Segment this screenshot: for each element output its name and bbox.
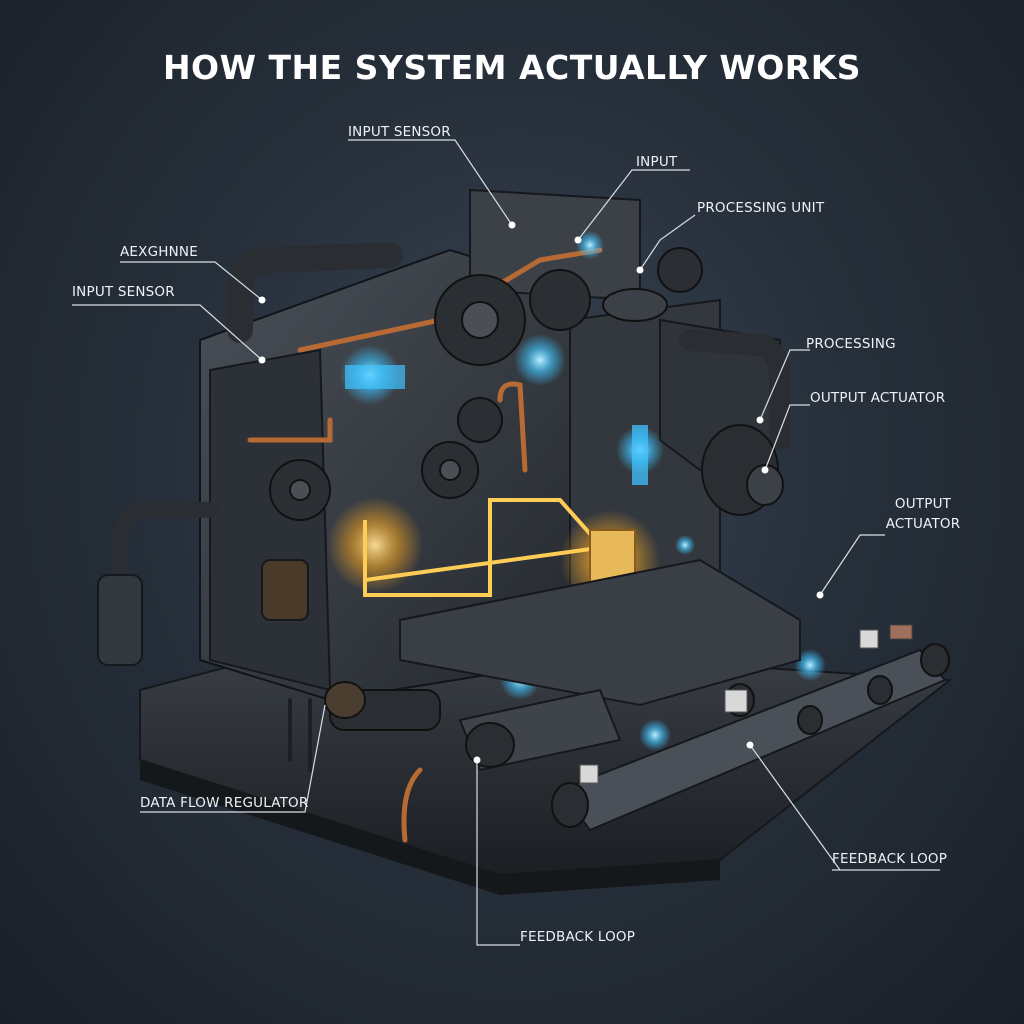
label-feedback-loop-bottom: FEEDBACK LOOP xyxy=(520,929,636,945)
label-output-actuator-2-line1: OUTPUT xyxy=(894,496,952,512)
label-feedback-loop-right: FEEDBACK LOOP xyxy=(832,851,948,867)
side-tank xyxy=(97,559,309,666)
diagram-title: HOW THE SYSTEM ACTUALLY WORKS xyxy=(162,48,862,87)
label-input-sensor-left: INPUT SENSOR xyxy=(72,284,175,300)
machine-body xyxy=(199,188,781,702)
data-flow-regulator-valve xyxy=(324,681,441,731)
label-output-actuator-2: OUTPUT ACTUATOR xyxy=(868,494,978,534)
label-aexghnne: AEXGHNNE xyxy=(120,244,198,260)
gears xyxy=(269,247,703,521)
label-processing-unit: PROCESSING UNIT xyxy=(697,200,825,216)
leader-lines xyxy=(72,139,940,946)
conveyor-belts xyxy=(399,558,950,832)
leader-dots xyxy=(258,221,824,764)
label-output-actuator-2-line2: ACTUATOR xyxy=(885,516,961,532)
output-actuator-drum xyxy=(602,288,784,516)
label-input: INPUT xyxy=(636,154,678,170)
label-input-sensor-top: INPUT SENSOR xyxy=(348,124,451,140)
label-processing: PROCESSING xyxy=(806,336,896,352)
label-output-actuator-1: OUTPUT ACTUATOR xyxy=(810,390,946,406)
label-data-flow-regulator: DATA FLOW REGULATOR xyxy=(140,795,309,811)
